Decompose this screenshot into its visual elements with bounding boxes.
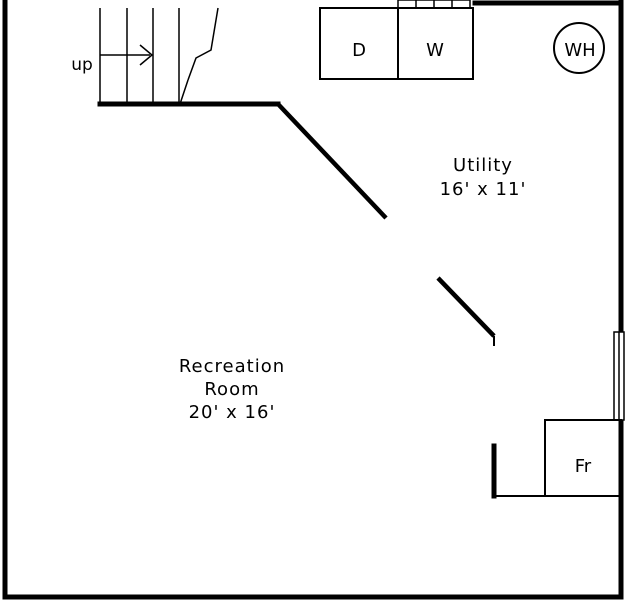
diagonal-partition bbox=[276, 102, 496, 346]
fridge-label: Fr bbox=[575, 456, 592, 477]
fridge-appliance bbox=[544, 419, 622, 497]
utility-room-name: Utility bbox=[453, 155, 513, 176]
fridge-nook-walls bbox=[491, 443, 621, 499]
recreation-room-name-line2: Room bbox=[204, 379, 259, 400]
water-heater-appliance bbox=[553, 22, 605, 74]
window-right-wall bbox=[613, 331, 625, 421]
washer-label: W bbox=[426, 40, 444, 61]
staircase bbox=[97, 7, 281, 107]
washer-appliance bbox=[397, 7, 474, 80]
stairs-up-label: up bbox=[71, 55, 93, 75]
dryer-label: D bbox=[352, 40, 366, 61]
water-heater-label: WH bbox=[564, 40, 595, 61]
recreation-room-size: 20' x 16' bbox=[189, 402, 276, 423]
recreation-room-name-line1: Recreation bbox=[179, 356, 285, 377]
window-top-wall bbox=[397, 0, 471, 9]
utility-room-size: 16' x 11' bbox=[440, 179, 527, 200]
